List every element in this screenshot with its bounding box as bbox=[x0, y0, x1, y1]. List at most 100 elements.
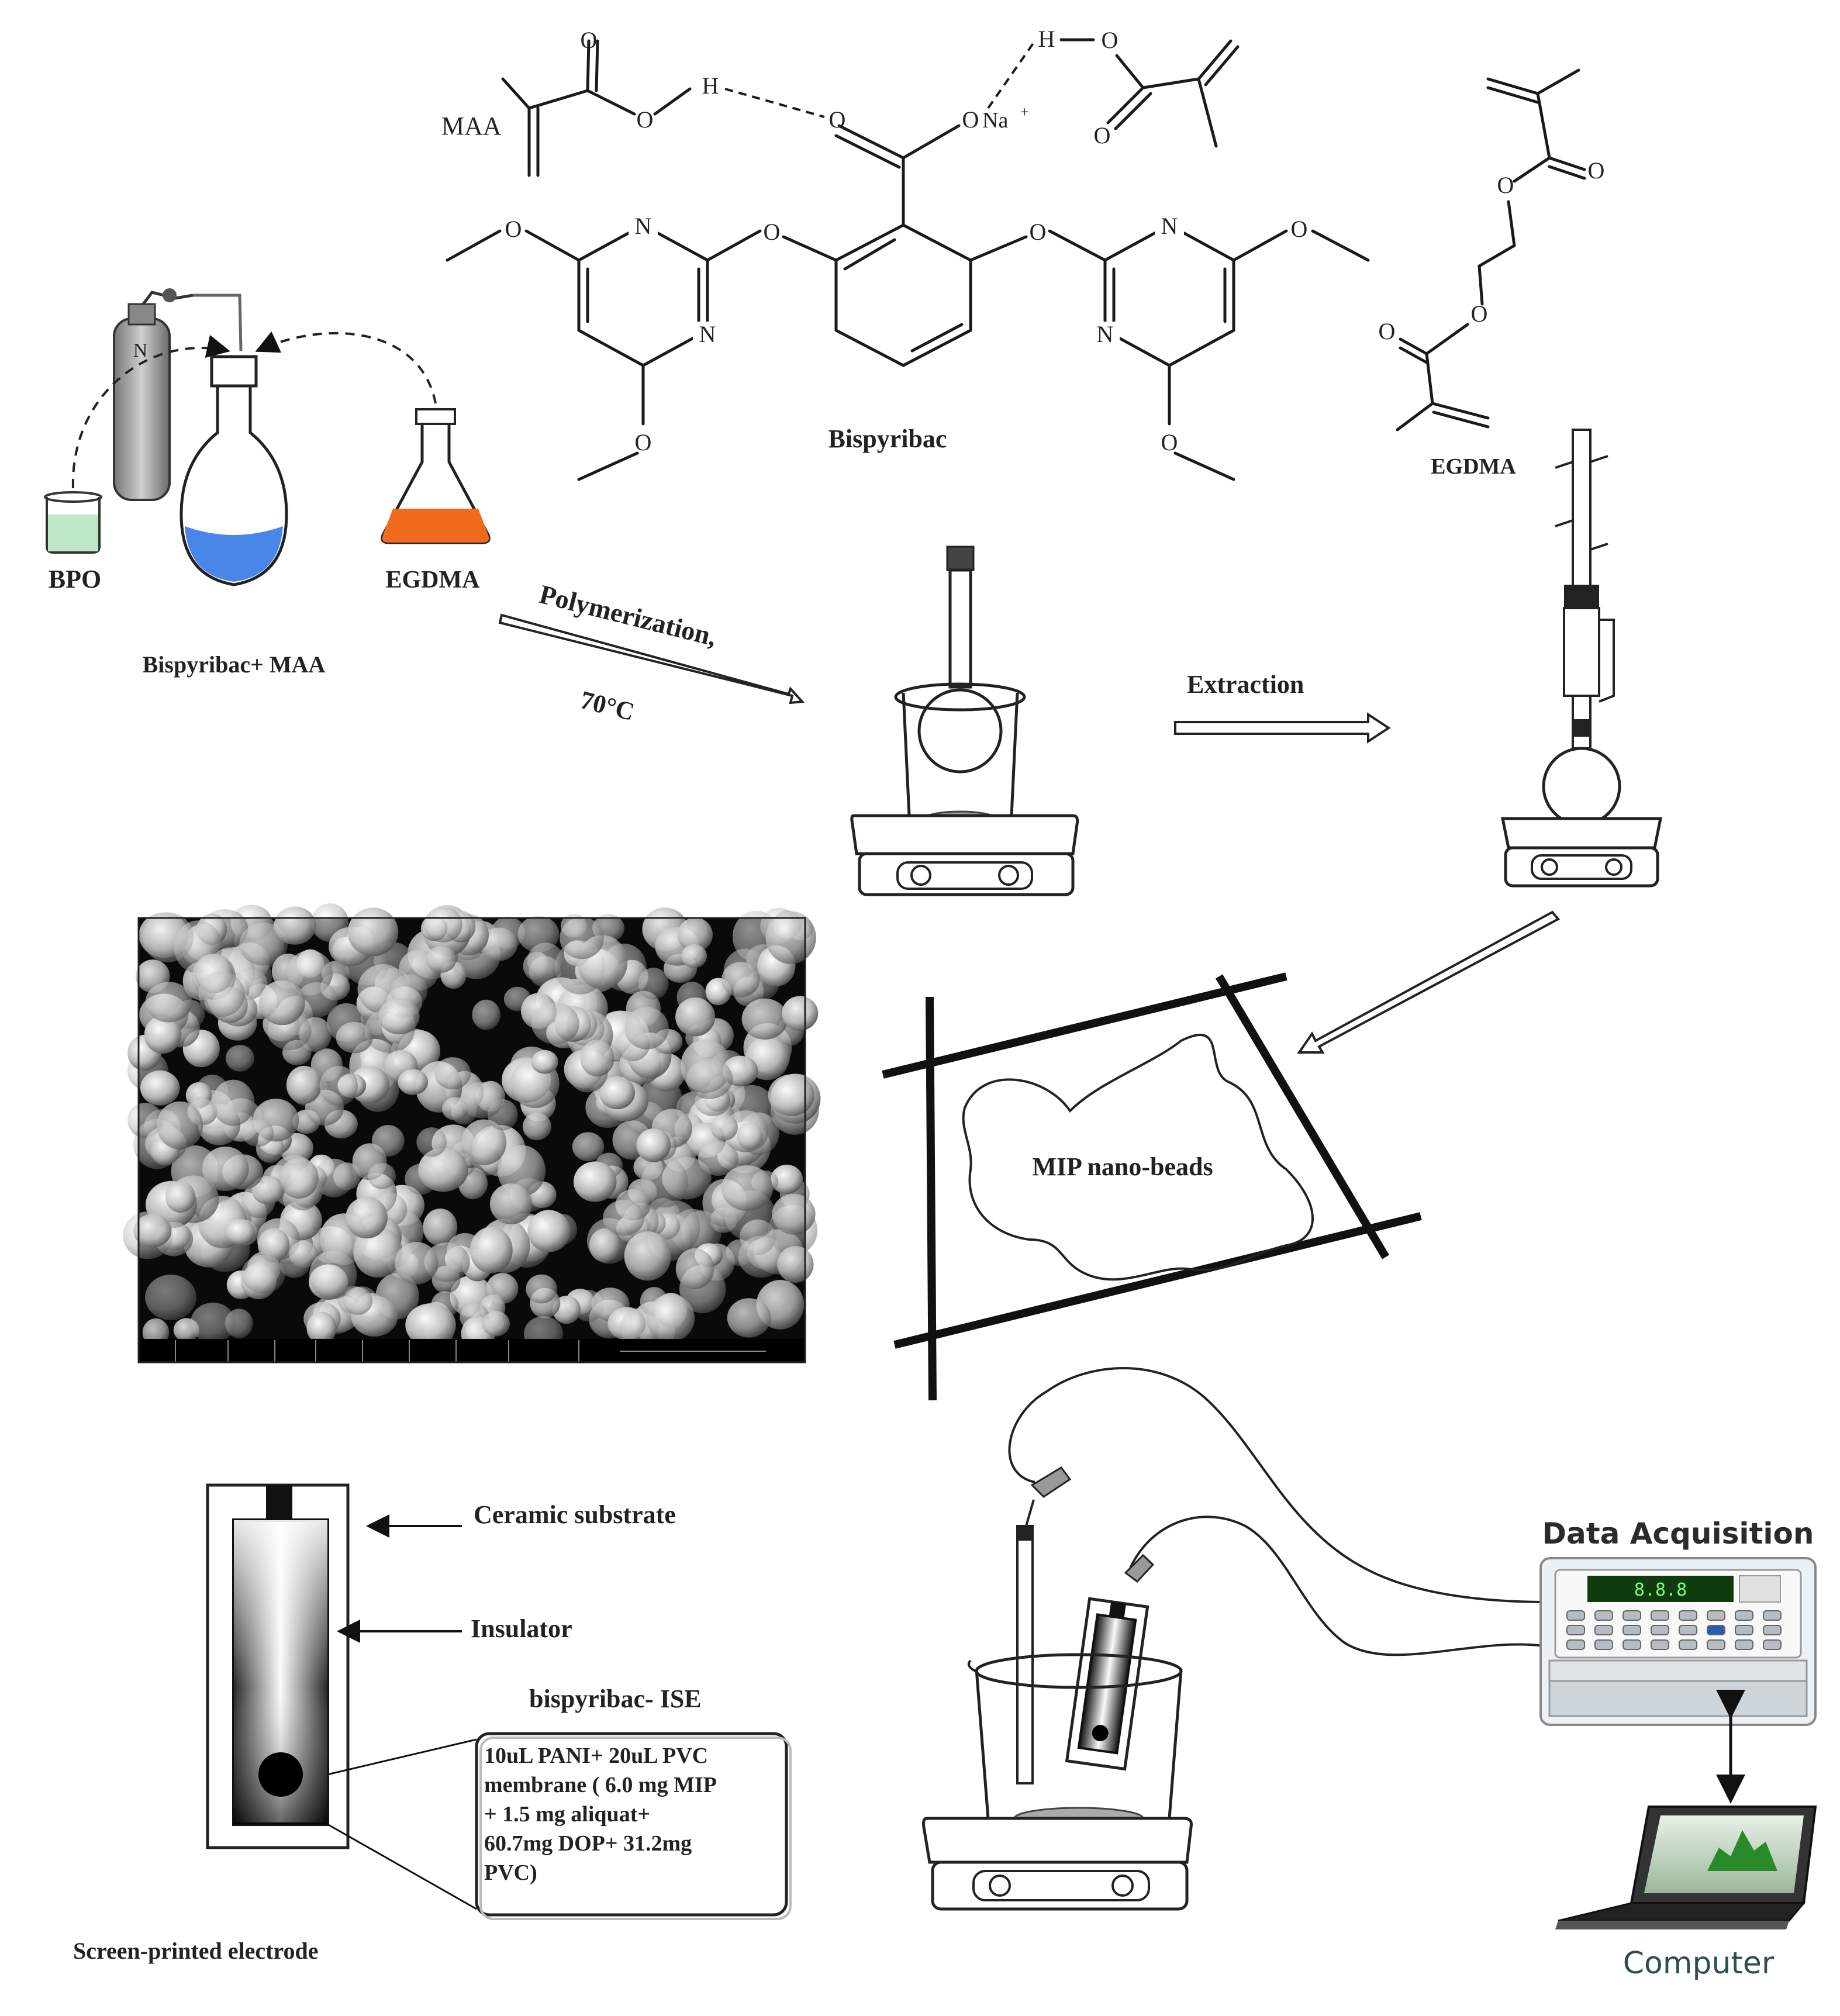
daq-key bbox=[1763, 1639, 1782, 1650]
daq-key bbox=[1763, 1625, 1782, 1635]
egdma-structure-label: EGDMA bbox=[1431, 454, 1516, 479]
sem-bead bbox=[527, 943, 564, 980]
ether-o-right: O bbox=[1030, 219, 1047, 245]
sem-bead bbox=[145, 982, 193, 1023]
bpo-beaker: BPO bbox=[44, 491, 102, 593]
sem-bead bbox=[624, 1231, 672, 1281]
sem-bead bbox=[768, 1074, 815, 1116]
membrane-line-1: 10uL PANI+ 20uL PVC bbox=[484, 1744, 708, 1768]
sem-bead bbox=[531, 1002, 579, 1045]
bpo-label: BPO bbox=[49, 565, 101, 593]
computer-label: Computer bbox=[1623, 1946, 1775, 1981]
sem-bead bbox=[727, 1298, 771, 1338]
flask-caption: Bispyribac+ MAA bbox=[143, 651, 326, 678]
chemical-structures: O O H MAA O O Na + O O bbox=[441, 26, 1604, 481]
sem-bead bbox=[346, 1197, 388, 1239]
sem-bead bbox=[353, 1227, 403, 1278]
ome-left-top: O bbox=[505, 216, 522, 242]
sem-bead bbox=[772, 1193, 816, 1235]
maa-right-o-ester: O bbox=[1102, 27, 1119, 53]
sem-bead bbox=[777, 1246, 814, 1283]
sem-bead bbox=[405, 1303, 456, 1347]
daq-key bbox=[1622, 1610, 1641, 1621]
sem-micrograph bbox=[123, 903, 821, 1363]
sem-bead bbox=[378, 997, 420, 1035]
sem-bead bbox=[646, 1294, 695, 1342]
sem-bead bbox=[522, 1113, 551, 1141]
sem-bead bbox=[165, 1181, 196, 1213]
nitrogen-cylinder: N bbox=[113, 288, 243, 501]
sem-bead bbox=[560, 917, 604, 959]
daq-key bbox=[1679, 1610, 1697, 1621]
sem-bead bbox=[309, 1250, 357, 1299]
n-left-bottom: N bbox=[699, 321, 716, 347]
egdma-o2: O bbox=[1497, 172, 1514, 198]
sem-bead bbox=[698, 1141, 738, 1176]
sodium-label: Na bbox=[982, 108, 1008, 133]
egdma-o4: O bbox=[1379, 318, 1396, 344]
n-right-bottom: N bbox=[1097, 321, 1114, 347]
polymerization-arrow bbox=[498, 613, 805, 705]
daq-key bbox=[1707, 1639, 1725, 1650]
membrane-box bbox=[475, 1732, 788, 1917]
maa-hydrogen: H bbox=[702, 73, 719, 99]
sem-bead bbox=[241, 1119, 274, 1147]
daq-keypad bbox=[1566, 1610, 1782, 1650]
working-electrode bbox=[258, 1752, 303, 1797]
synthesis-setup: N BPO Bispyribac+ MAA EGDMA bbox=[44, 288, 491, 678]
sem-bead bbox=[306, 1311, 337, 1344]
daq-key bbox=[1679, 1625, 1697, 1635]
sem-bead bbox=[289, 1241, 319, 1268]
egdma-transfer-arrow bbox=[255, 331, 437, 404]
electrode-caption: Screen-printed electrode bbox=[73, 1938, 319, 1964]
sem-bead bbox=[336, 1021, 373, 1054]
sem-bead bbox=[347, 907, 399, 957]
ceramic-label: Ceramic substrate bbox=[474, 1500, 676, 1529]
sem-bead bbox=[573, 1161, 617, 1202]
sem-bead bbox=[434, 1057, 471, 1090]
nano-beads-image bbox=[123, 903, 821, 1352]
temperature-label: 70°C bbox=[578, 685, 637, 726]
sem-bead bbox=[224, 1218, 255, 1245]
sem-bead bbox=[239, 923, 288, 966]
sem-bead bbox=[198, 971, 245, 1017]
sem-bead bbox=[251, 1176, 284, 1204]
sem-bead bbox=[472, 999, 500, 1030]
sem-bead bbox=[319, 1066, 358, 1106]
sem-bead bbox=[710, 1114, 738, 1141]
sem-bead bbox=[526, 1274, 557, 1304]
sem-bead bbox=[226, 1045, 254, 1072]
laptop-computer: Computer bbox=[1555, 1806, 1817, 1981]
egdma-o3: O bbox=[1471, 301, 1488, 327]
sem-bead bbox=[258, 1228, 290, 1262]
sem-bead bbox=[641, 1157, 688, 1208]
sem-bead bbox=[202, 1147, 249, 1191]
daq-key bbox=[1594, 1610, 1613, 1621]
daq-label: Data Acquisition bbox=[1542, 1517, 1814, 1551]
membrane-line-3: + 1.5 mg aliquat+ bbox=[484, 1802, 650, 1827]
extraction-arrow bbox=[1174, 712, 1391, 744]
daq-key bbox=[1566, 1610, 1585, 1621]
ome-right-bottom: O bbox=[1161, 429, 1178, 455]
daq-display-text: 8.8.8 bbox=[1634, 1580, 1687, 1600]
hydrogen-bond-right bbox=[987, 40, 1036, 109]
sem-bead bbox=[721, 1165, 773, 1211]
soxhlet-extractor bbox=[1500, 429, 1663, 888]
sem-bead bbox=[416, 1127, 447, 1157]
daq-key bbox=[1707, 1610, 1725, 1621]
sem-bead bbox=[531, 1050, 558, 1074]
ome-right-top: O bbox=[1291, 216, 1308, 242]
sem-bead bbox=[675, 997, 716, 1037]
maa-molecule: O O H MAA bbox=[441, 27, 719, 177]
maa-o-hydroxyl: O bbox=[637, 106, 654, 133]
sem-bead bbox=[599, 1076, 635, 1110]
bpo-transfer-arrow bbox=[71, 334, 230, 489]
daq-key bbox=[1735, 1625, 1753, 1635]
sem-bead bbox=[423, 906, 462, 943]
sem-bead bbox=[368, 1163, 396, 1189]
extraction-label: Extraction bbox=[1187, 670, 1304, 699]
ise-label: bispyribac- ISE bbox=[529, 1684, 702, 1713]
daq-key bbox=[1622, 1639, 1641, 1650]
cable-working bbox=[1127, 1516, 1544, 1656]
